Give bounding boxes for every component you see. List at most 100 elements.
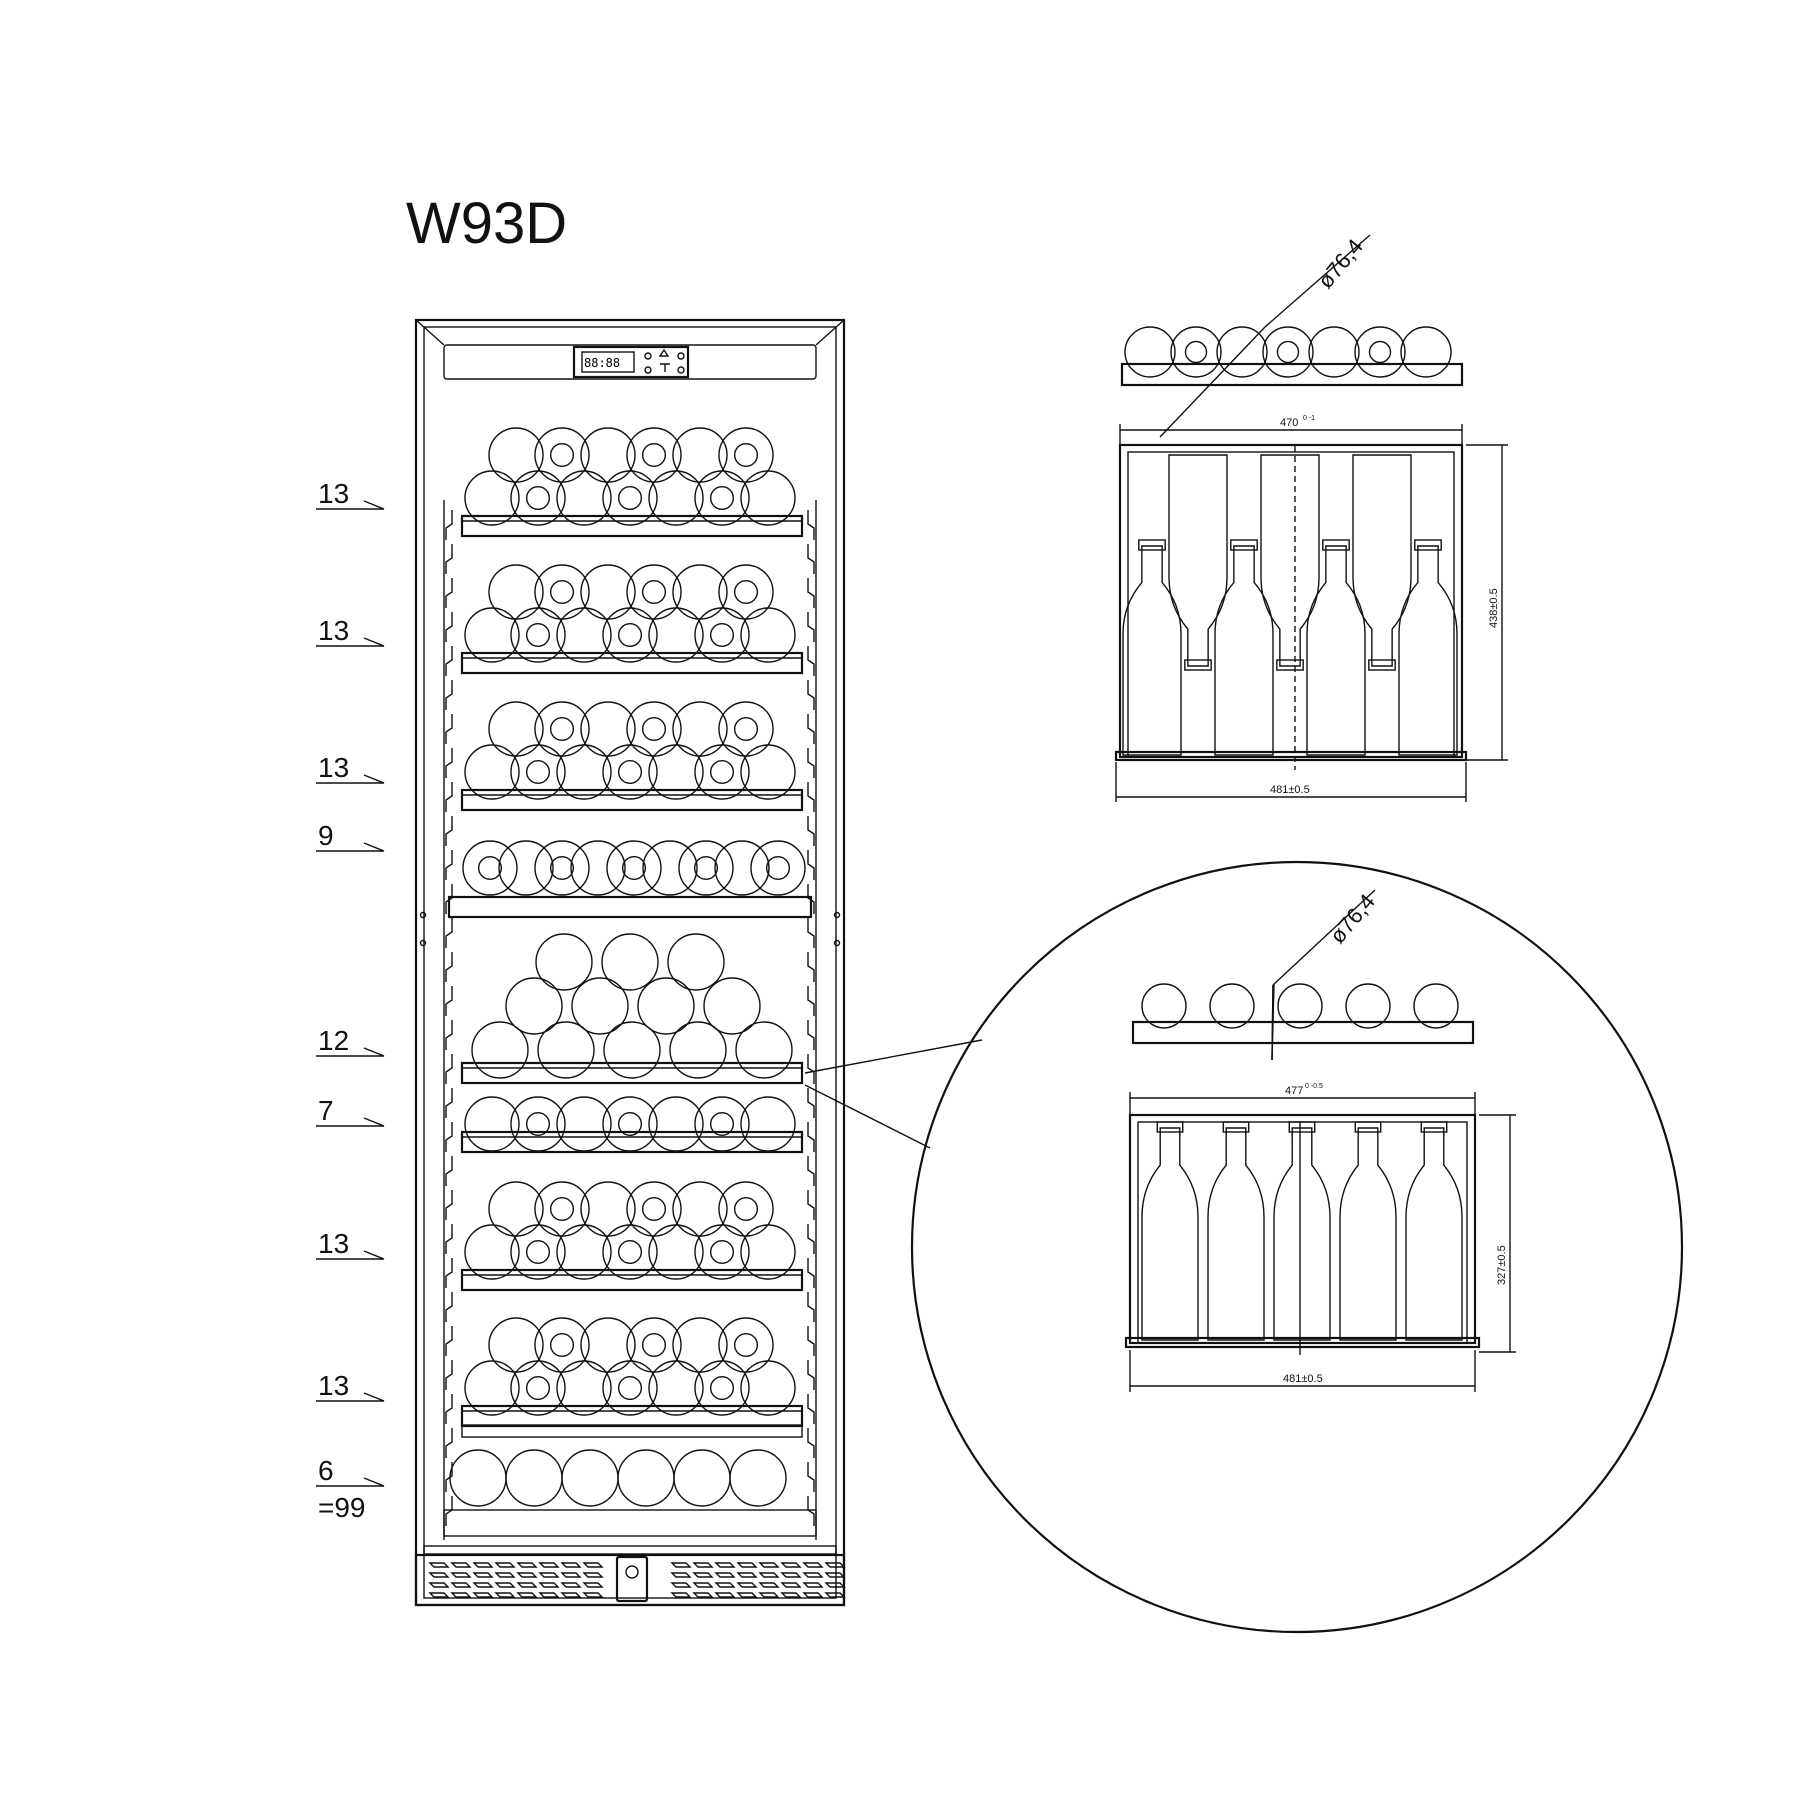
bottle-end-icon xyxy=(510,744,566,800)
bottle-end-icon xyxy=(1141,983,1187,1029)
bottle-end-icon xyxy=(556,744,612,800)
bottle-end-icon xyxy=(740,607,796,663)
bottle-end-icon xyxy=(1345,983,1391,1029)
bottle-end-icon xyxy=(667,933,725,991)
bottle-diameter-label: ø76,4 xyxy=(1325,889,1380,948)
bottle-end-icon xyxy=(617,1449,675,1507)
bottle-end-icon xyxy=(602,1224,658,1280)
bottle-end-icon xyxy=(1170,326,1222,378)
bottle-end-icon xyxy=(606,840,662,896)
shelf xyxy=(460,1404,804,1428)
bottle-end-icon xyxy=(535,933,593,991)
depth-label: 438±0.5 xyxy=(1488,588,1500,628)
bottle-end-icon xyxy=(505,1449,563,1507)
bottle-diameter-label: ø76,4 xyxy=(1313,234,1368,293)
bottle-end-icon xyxy=(694,1224,750,1280)
bottle-end-icon xyxy=(561,1449,619,1507)
bottle-side-icon xyxy=(1168,454,1228,667)
pointer-arrow-icon xyxy=(316,774,385,784)
bottle-total: =99 xyxy=(318,1492,366,1523)
bottle-end-icon xyxy=(534,840,590,896)
bottle-end-icon xyxy=(694,744,750,800)
model-title: W93D xyxy=(406,191,568,256)
bottle-end-icon xyxy=(735,1021,793,1079)
bottle-end-icon xyxy=(571,977,629,1035)
bottle-end-icon xyxy=(694,607,750,663)
bottle-end-icon xyxy=(602,1360,658,1416)
svg-text:0 -1: 0 -1 xyxy=(1303,415,1315,422)
bottle-side-icon xyxy=(1141,1127,1199,1341)
bottle-end-icon xyxy=(464,1224,520,1280)
bottle-end-icon xyxy=(1400,326,1452,378)
cabinet-front-view: 88:88 xyxy=(414,318,846,1607)
shelf-count-label: 9 xyxy=(318,820,334,851)
bottle-side-icon xyxy=(1398,545,1458,756)
pointer-arrow-icon xyxy=(316,1477,385,1487)
bottle-end-icon xyxy=(637,977,695,1035)
bottle-side-icon xyxy=(1405,1127,1463,1341)
bottle-end-icon xyxy=(740,1224,796,1280)
shelf-rails xyxy=(443,500,817,1540)
bottle-end-icon xyxy=(1262,326,1314,378)
pointer-arrow-icon xyxy=(316,1250,385,1260)
bottle-end-icon xyxy=(673,1449,731,1507)
bottle-end-icon xyxy=(729,1449,787,1507)
pointer-arrow-icon xyxy=(316,1047,385,1057)
bottle-end-icon xyxy=(642,840,698,896)
bottle-end-icon xyxy=(1209,983,1255,1029)
bottle-end-icon xyxy=(464,744,520,800)
shelf-count-label: 7 xyxy=(318,1095,334,1126)
bottle-side-icon xyxy=(1306,545,1366,756)
lock-icon xyxy=(615,1555,649,1603)
bottle-end-icon xyxy=(714,840,770,896)
shelf xyxy=(460,651,804,675)
lower-shelf-detail: ø76,4 477 0 -0.5 481±0.5 327±0.5 xyxy=(1124,889,1516,1392)
bottle-side-icon xyxy=(1273,1127,1331,1341)
bottle-end-icon xyxy=(669,1021,727,1079)
bottle-end-icon xyxy=(602,744,658,800)
bottle-end-icon xyxy=(1124,326,1176,378)
shelf-count-label: 12 xyxy=(318,1025,349,1056)
bottle-end-icon xyxy=(648,470,704,526)
bottle-end-icon xyxy=(462,840,518,896)
bottle-end-icon xyxy=(648,1224,704,1280)
bottle-end-icon xyxy=(556,1360,612,1416)
bottle-end-icon xyxy=(740,1360,796,1416)
pointer-arrow-icon xyxy=(316,1392,385,1402)
bottle-side-icon xyxy=(1339,1127,1397,1341)
shelf-count-label: 13 xyxy=(318,478,349,509)
bottle-end-icon xyxy=(510,607,566,663)
outer-width-label: 481±0.5 xyxy=(1270,784,1310,796)
pointer-arrow-icon xyxy=(316,500,385,510)
bottle-end-icon xyxy=(601,933,659,991)
bottle-end-icon xyxy=(1413,983,1459,1029)
bottle-end-icon xyxy=(464,607,520,663)
pointer-arrow-icon xyxy=(316,1117,385,1127)
upper-shelf-detail: ø76,4 470 0 -1 481±0.5 438±0.5 xyxy=(1114,234,1508,802)
bottle-side-icon xyxy=(1207,1127,1265,1341)
bottle-end-icon xyxy=(703,977,761,1035)
control-buttons-icon xyxy=(644,348,685,374)
bottle-side-icon xyxy=(1214,545,1274,756)
pointer-arrow-icon xyxy=(316,842,385,852)
shelf xyxy=(460,788,804,812)
bottle-end-icon xyxy=(570,840,626,896)
depth-label: 327±0.5 xyxy=(1496,1245,1508,1285)
bottle-end-icon xyxy=(498,840,554,896)
bottle-end-icon xyxy=(648,607,704,663)
bottle-side-icon xyxy=(1122,545,1182,756)
shelf xyxy=(460,1061,804,1085)
bottle-end-icon xyxy=(648,1360,704,1416)
shelf-count-label: 13 xyxy=(318,1370,349,1401)
shelf-count-label: 13 xyxy=(318,752,349,783)
bottle-end-icon xyxy=(678,840,734,896)
bottle-side-icon xyxy=(1352,454,1412,667)
display-digits-icon: 88:88 xyxy=(584,356,620,370)
outer-width-label: 481±0.5 xyxy=(1283,1373,1323,1385)
bottle-end-icon xyxy=(510,1360,566,1416)
bottle-end-icon xyxy=(556,607,612,663)
ventilation-grille xyxy=(428,1562,846,1598)
bottle-end-icon xyxy=(556,1224,612,1280)
inner-width-label: 477 xyxy=(1285,1085,1303,1097)
